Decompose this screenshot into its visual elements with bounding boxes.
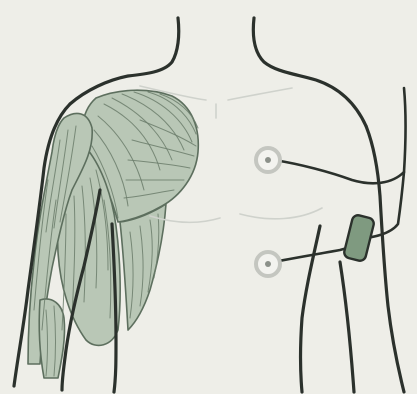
electrode-pad-upper [256, 148, 280, 172]
electrode-pad-lower [256, 252, 280, 276]
electrode-pad-center [265, 157, 271, 163]
forearm-muscle [39, 299, 64, 378]
electrode-pad-center [265, 261, 271, 267]
